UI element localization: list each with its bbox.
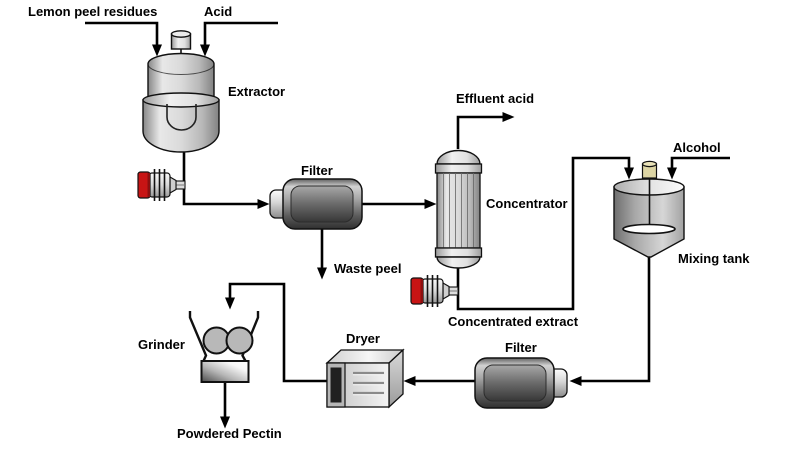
grinder-unit bbox=[188, 311, 260, 383]
concentrator-bottom-band bbox=[434, 247, 483, 258]
pipe-extractor-to-filter bbox=[182, 148, 270, 209]
pipe-alcohol-feed bbox=[667, 156, 730, 180]
label-waste-peel: Waste peel bbox=[334, 261, 402, 276]
pipe-acid-feed bbox=[200, 21, 278, 57]
extractor-flange bbox=[142, 92, 220, 108]
pump-red-edge bbox=[420, 279, 423, 303]
label-filter1: Filter bbox=[301, 163, 333, 178]
filter1-panel bbox=[290, 185, 354, 223]
pipe-concentrated-extract bbox=[456, 156, 634, 311]
pipe-effluent-acid-out bbox=[456, 112, 515, 149]
label-mixing-tank: Mixing tank bbox=[678, 251, 750, 266]
filter1-unit bbox=[269, 178, 363, 230]
label-acid: Acid bbox=[204, 4, 233, 19]
label-dryer: Dryer bbox=[346, 331, 380, 346]
extractor-upper-shell bbox=[147, 52, 215, 101]
pipe-tank-to-filter2 bbox=[569, 257, 651, 386]
filter2-panel bbox=[483, 364, 547, 402]
pump-extractor-discharge bbox=[137, 169, 186, 201]
label-concentrator: Concentrator bbox=[486, 196, 568, 211]
pump-reducer bbox=[442, 282, 450, 300]
concentrator-column bbox=[434, 149, 483, 269]
dryer-trays bbox=[353, 371, 384, 396]
pipes bbox=[85, 21, 730, 429]
extractor-vessel bbox=[142, 30, 220, 153]
dryer-unit bbox=[325, 348, 405, 409]
pipe-lemon-peel-feed bbox=[85, 21, 162, 57]
pump-concentrator-discharge bbox=[410, 275, 459, 307]
concentrator-top-band bbox=[434, 163, 483, 174]
grinder-roller-right bbox=[225, 326, 254, 355]
label-extractor: Extractor bbox=[228, 84, 286, 99]
concentrator-bottom-dome bbox=[436, 256, 481, 269]
label-filter2: Filter bbox=[505, 340, 537, 355]
concentrator-top-dome bbox=[436, 149, 481, 165]
dryer-opening bbox=[330, 367, 342, 403]
mixing-tank-motor-cap bbox=[641, 160, 658, 168]
mixing-tank-vessel bbox=[613, 160, 685, 258]
extractor-nozzle-cap bbox=[170, 30, 192, 38]
concentrator-tube-shell bbox=[436, 172, 481, 249]
mixing-tank-impeller bbox=[622, 223, 676, 235]
label-powdered-pectin: Powdered Pectin bbox=[177, 426, 282, 441]
concentrator-tubes bbox=[443, 173, 474, 248]
extractor-upper-rim bbox=[147, 63, 215, 75]
label-alcohol: Alcohol bbox=[673, 140, 721, 155]
extractor-lower-shell bbox=[142, 99, 220, 153]
grinder-outlet-box bbox=[200, 360, 250, 383]
label-effluent-acid: Effluent acid bbox=[456, 91, 535, 106]
label-lemon-peel-residues: Lemon peel residues bbox=[28, 4, 158, 19]
pipe-dryer-to-grinder bbox=[225, 282, 335, 383]
filter2-unit bbox=[474, 357, 568, 409]
extractor-inner-basket bbox=[166, 104, 197, 131]
label-concentrated-extract: Concentrated extract bbox=[448, 314, 579, 329]
label-grinder: Grinder bbox=[138, 337, 185, 352]
pump-red-edge bbox=[147, 173, 150, 197]
pump-reducer bbox=[169, 176, 177, 194]
